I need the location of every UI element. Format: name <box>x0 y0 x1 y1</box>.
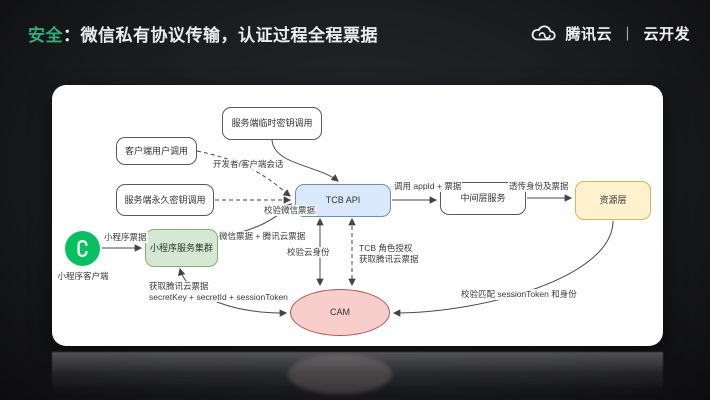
edge-label-wx-plus-cloud-ticket: 微信票据 + 腾讯云票据 <box>218 231 307 242</box>
edge-label-verify-match: 校验匹配 sessionToken 和身份 <box>460 289 578 300</box>
mini-program-icon <box>65 231 100 266</box>
mini-program-client-label: 小程序客户端 <box>57 271 109 281</box>
brand-name: 腾讯云 <box>565 25 612 43</box>
edge-label-call-appid: 调用 appId + 票据 <box>393 181 463 192</box>
title-accent: 安全 <box>28 25 63 45</box>
brand-divider: 丨 <box>619 25 636 43</box>
brand-logo: 腾讯云 丨 云开发 <box>529 22 690 44</box>
slide-header: 安全：微信私有协议传输，认证过程全程票据 腾讯云 丨 云开发 <box>28 16 690 50</box>
node-mp-service-cluster: 小程序服务集群 <box>145 229 218 267</box>
tencent-cloud-icon <box>529 22 559 44</box>
diagram-panel: 服务端临时密钥调用 客户端用户调用 服务端永久密钥调用 TCB API 中间层服… <box>52 85 663 346</box>
node-server-temp-key: 服务端临时密钥调用 <box>222 107 322 140</box>
page-title: 安全：微信私有协议传输，认证过程全程票据 <box>28 21 378 46</box>
edge-label-tcb-role: TCB 角色授权 获取腾讯云票据 <box>358 243 420 265</box>
edge-label-get-cloud-ticket: 获取腾讯云票据 secretKey + secretId + sessionTo… <box>148 281 289 303</box>
title-separator: ： <box>63 25 81 45</box>
node-resource-layer: 资源层 <box>575 181 651 220</box>
product-name: 云开发 <box>643 25 690 43</box>
edge-label-verify-wx-ticket: 校验微信票据 <box>263 205 317 216</box>
edge-label-passthrough: 透传身份及票据 <box>508 181 570 192</box>
node-client-user-call: 客户端用户调用 <box>116 137 197 165</box>
slide-reflection <box>52 352 663 398</box>
edge-label-dev-session: 开发者/客户端会话 <box>212 159 285 170</box>
reflection-ghost <box>288 354 392 394</box>
edge-label-verify-cloud-identity: 校验云身份 <box>286 247 331 258</box>
node-cam: CAM <box>290 289 390 336</box>
node-server-perm-key: 服务端永久密钥调用 <box>116 184 214 216</box>
edge-label-mp-ticket: 小程序票据 <box>103 232 148 243</box>
title-text: 微信私有协议传输，认证过程全程票据 <box>80 25 378 45</box>
